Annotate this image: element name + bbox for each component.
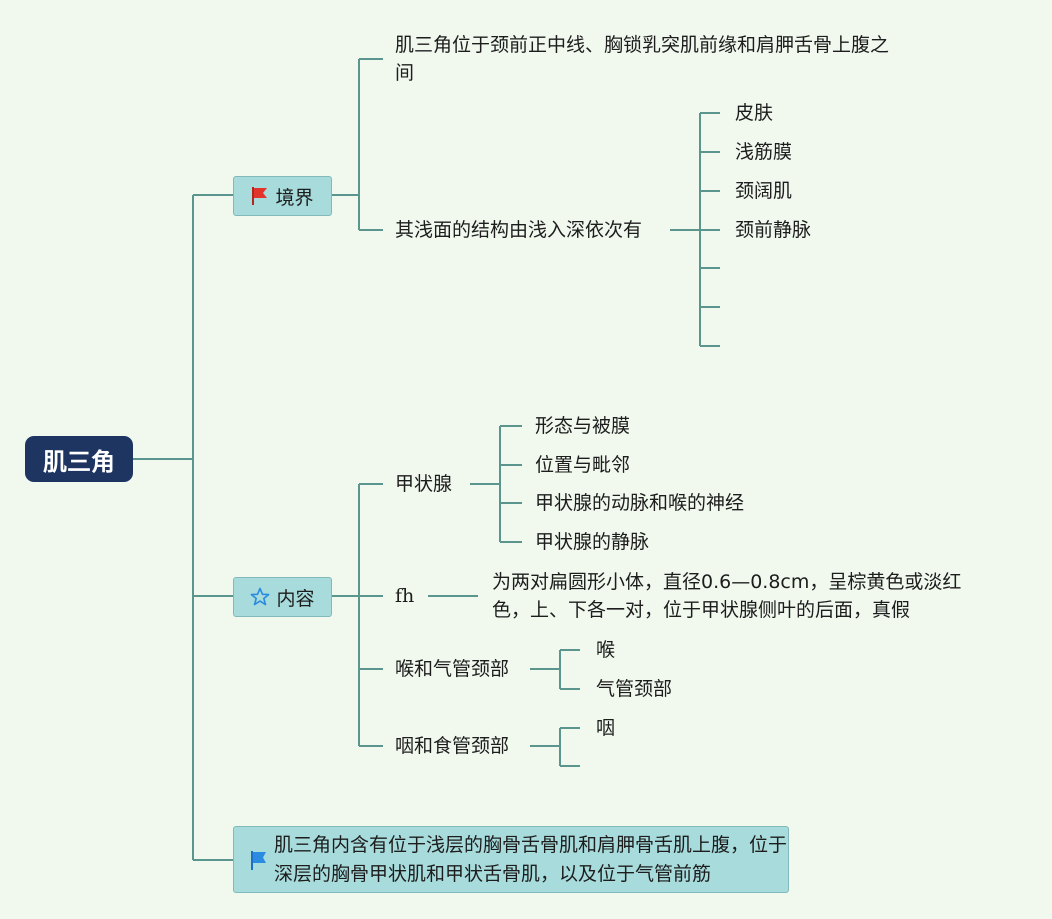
pharynx-item[interactable]: 咽 xyxy=(596,717,616,739)
thyroid-item[interactable]: 位置与毗邻 xyxy=(535,454,631,476)
note-topic[interactable]: 肌三角内含有位于浅层的胸骨舌骨肌和肩胛骨舌肌上腹，位于深层的胸骨甲状肌和甲状舌骨… xyxy=(233,826,789,893)
larynx-trachea-topic[interactable]: 喉和气管颈部 xyxy=(395,658,510,680)
surface-structures-topic[interactable]: 其浅面的结构由浅入深依次有 xyxy=(395,219,643,241)
star-icon xyxy=(250,587,270,607)
boundary-label: 境界 xyxy=(275,186,314,209)
thyroid-item[interactable]: 甲状腺的动脉和喉的神经 xyxy=(535,492,745,514)
thyroid-topic[interactable]: 甲状腺 xyxy=(395,473,453,495)
boundary-desc[interactable]: 肌三角位于颈前正中线、胸锁乳突肌前缘和肩胛舌骨上腹之间 xyxy=(395,34,890,84)
thyroid-item[interactable]: 甲状腺的静脉 xyxy=(535,531,650,553)
red-flag-icon xyxy=(251,186,269,206)
fh-desc[interactable]: 为两对扁圆形小体，直径0.6—0.8cm，呈棕黄色或淡红色，上、下各一对，位于甲… xyxy=(492,571,962,621)
content-label: 内容 xyxy=(276,587,315,610)
layer-item[interactable]: 皮肤 xyxy=(735,102,774,124)
larynx-item[interactable]: 喉 xyxy=(596,639,616,661)
blue-flag-icon xyxy=(250,849,268,871)
note-text: 肌三角内含有位于浅层的胸骨舌骨肌和肩胛骨舌肌上腹，位于深层的胸骨甲状肌和甲状舌骨… xyxy=(274,833,788,885)
larynx-item[interactable]: 气管颈部 xyxy=(596,678,673,700)
layer-item[interactable]: 浅筋膜 xyxy=(735,141,793,163)
fh-topic[interactable]: fh xyxy=(395,585,415,607)
root-topic[interactable]: 肌三角 xyxy=(25,436,133,482)
content-topic[interactable]: 内容 xyxy=(233,577,332,617)
layer-item[interactable]: 颈前静脉 xyxy=(735,219,812,241)
layer-item[interactable]: 颈阔肌 xyxy=(735,180,793,202)
pharynx-esophagus-topic[interactable]: 咽和食管颈部 xyxy=(395,735,510,757)
thyroid-item[interactable]: 形态与被膜 xyxy=(535,415,631,437)
boundary-topic[interactable]: 境界 xyxy=(233,176,332,216)
root-label: 肌三角 xyxy=(43,447,115,476)
